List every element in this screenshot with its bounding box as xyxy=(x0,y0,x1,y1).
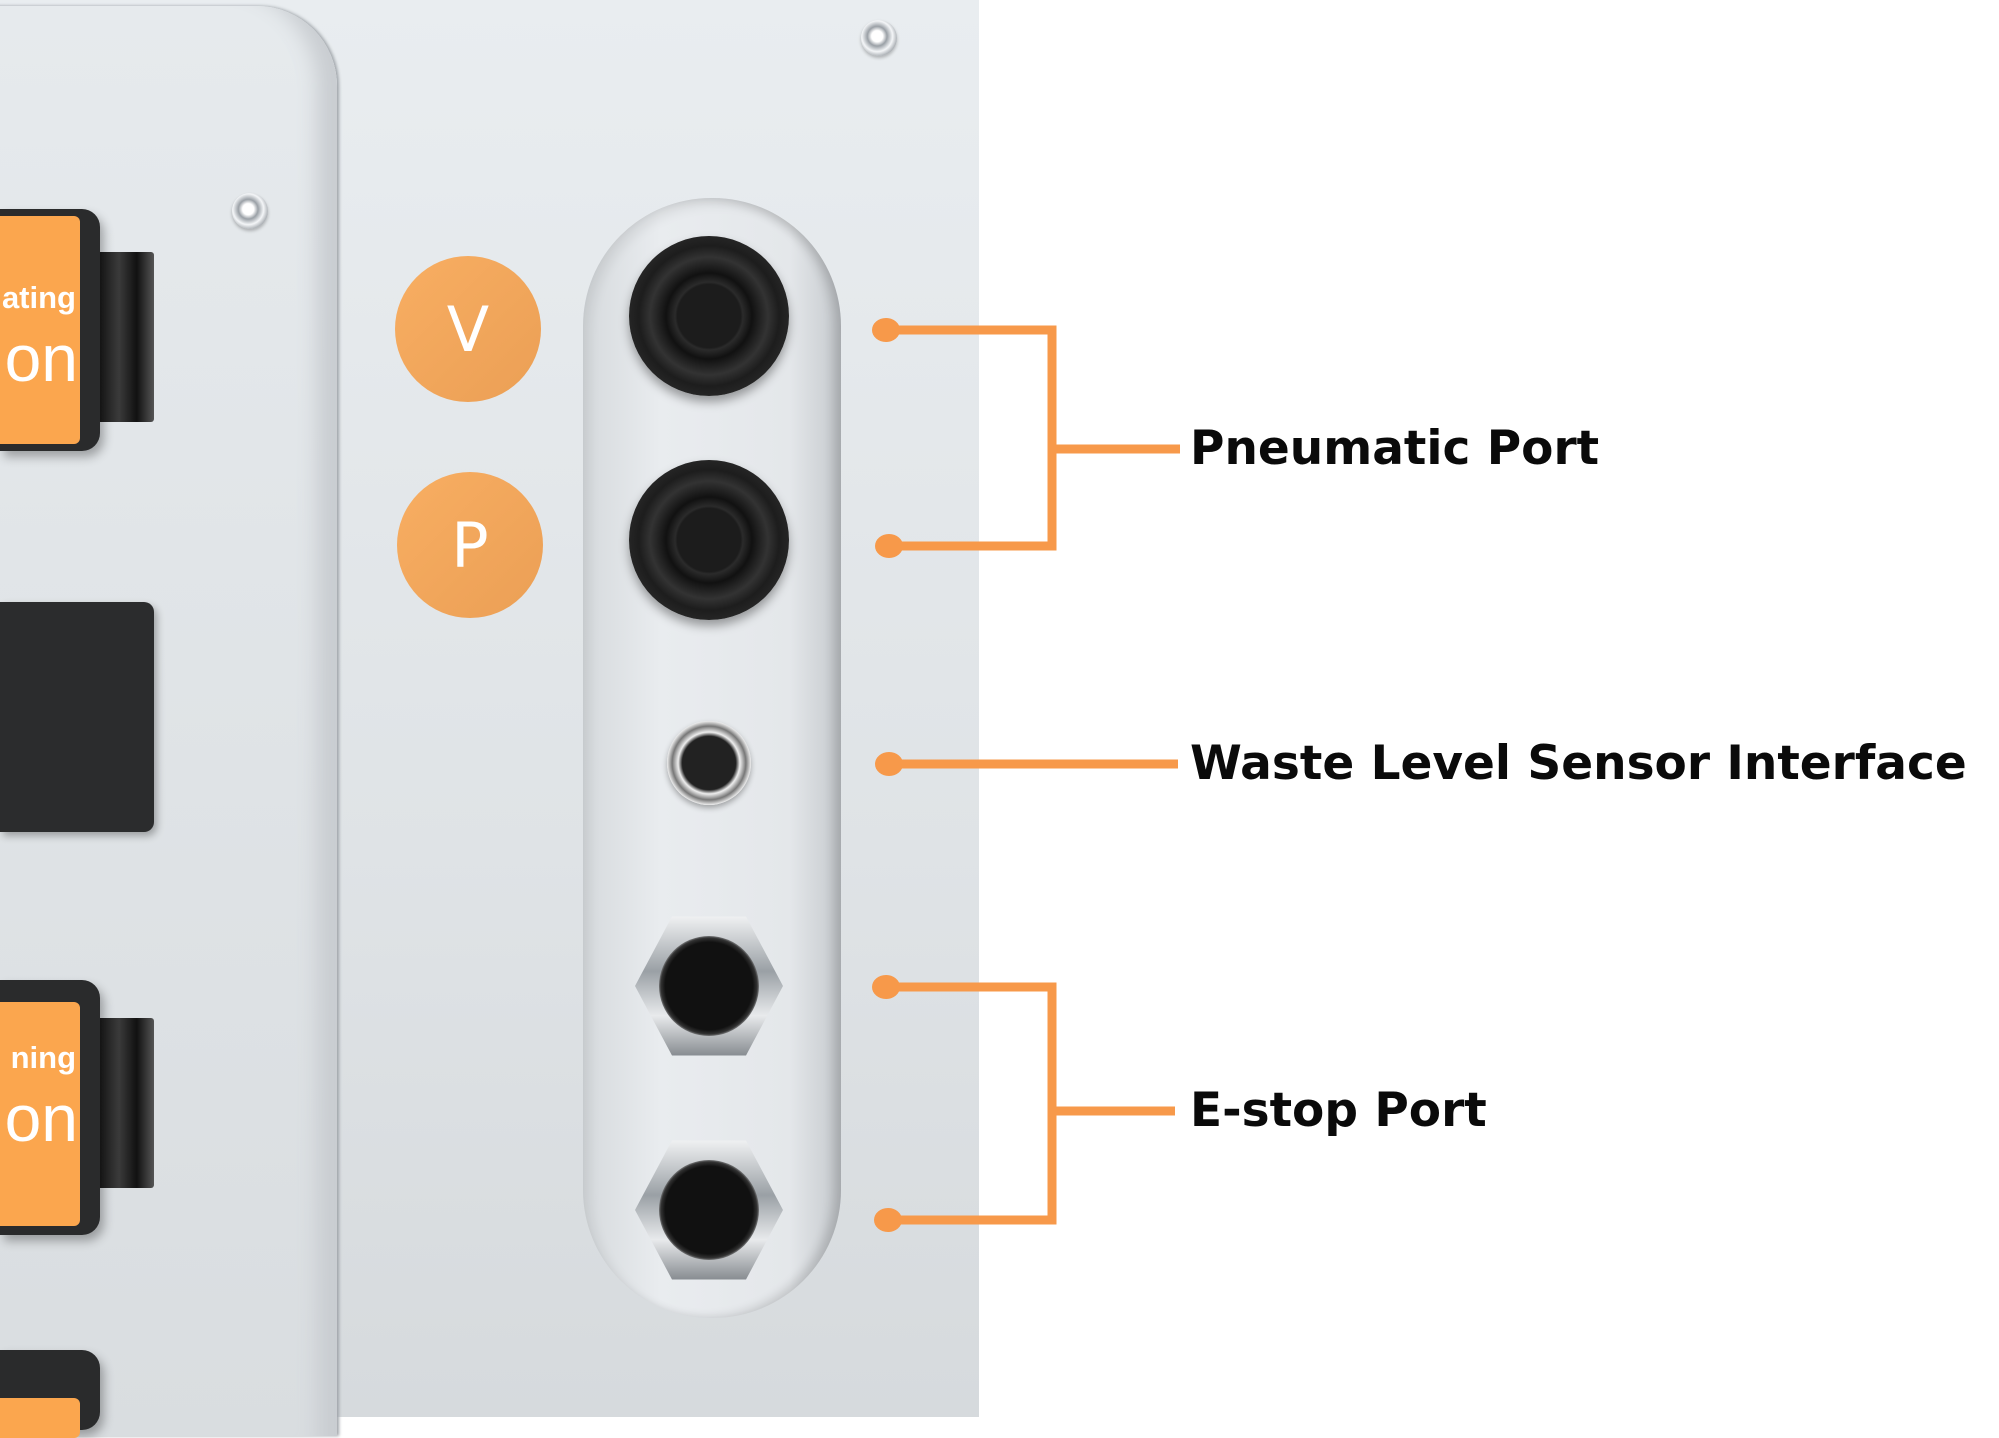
callout-dot xyxy=(872,318,900,342)
callout-dot xyxy=(875,534,903,558)
screen-housing: ating on xyxy=(0,209,100,451)
pneumatic-port-pressure xyxy=(629,460,789,620)
waste-level-sensor-port xyxy=(667,721,751,805)
screen-hinge xyxy=(96,252,154,422)
vacuum-badge: V xyxy=(395,256,541,402)
estop-bracket xyxy=(886,982,1057,1225)
status-screen: ating on xyxy=(0,216,80,444)
screen-housing: ning on xyxy=(0,980,100,1235)
screen-text-top: ning xyxy=(10,1040,76,1075)
pressure-badge-label: P xyxy=(451,508,489,582)
screen-text-main: on xyxy=(4,1081,78,1155)
status-screen: ning on xyxy=(0,1002,80,1226)
screw-icon xyxy=(232,193,268,229)
estop-port-1 xyxy=(635,916,783,1056)
pneumatic-port-vacuum xyxy=(629,236,789,396)
screw-icon xyxy=(861,20,897,56)
estop-port-2 xyxy=(635,1140,783,1280)
screen-text-main: on xyxy=(4,321,78,395)
waste-level-sensor-label: Waste Level Sensor Interface xyxy=(1190,736,1967,791)
pneumatic-bracket xyxy=(886,325,1057,551)
callout-dot xyxy=(872,975,900,999)
estop-port-label: E-stop Port xyxy=(1190,1083,1487,1138)
vacuum-badge-label: V xyxy=(446,292,490,366)
screen-text-top: ating xyxy=(1,280,76,315)
pneumatic-port-label: Pneumatic Port xyxy=(1190,421,1600,476)
screen-hinge xyxy=(96,1018,154,1188)
callout-dot xyxy=(874,1208,902,1232)
pressure-badge: P xyxy=(397,472,543,618)
callout-dot xyxy=(875,752,903,776)
black-module xyxy=(0,602,154,832)
